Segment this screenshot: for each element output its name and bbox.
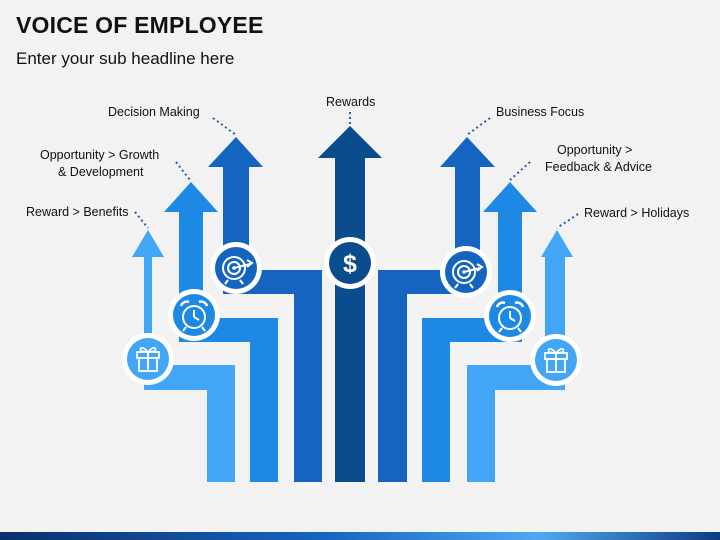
- label-opportunity-feedback-line2: Feedback & Advice: [545, 160, 653, 174]
- arrow-opportunity-growth: [164, 182, 278, 482]
- leader-lines: [134, 112, 579, 229]
- label-opportunity-growth-line1: Opportunity > Growth: [40, 148, 160, 162]
- dollar-icon: $: [324, 237, 376, 289]
- target-icon: [440, 246, 492, 298]
- arrow-business-focus: [378, 137, 495, 482]
- label-reward-benefits: Reward > Benefits: [26, 205, 129, 219]
- bottom-accent-bar: [0, 532, 720, 540]
- label-business-focus: Business Focus: [496, 105, 585, 119]
- label-opportunity-feedback-line1: Opportunity >: [557, 143, 633, 157]
- alarm-clock-icon: [484, 290, 536, 342]
- gift-icon: [530, 334, 582, 386]
- label-opportunity-growth-line2: & Development: [58, 165, 144, 179]
- label-reward-holidays: Reward > Holidays: [584, 206, 690, 220]
- target-icon: [210, 242, 262, 294]
- label-rewards: Rewards: [326, 95, 376, 109]
- alarm-clock-icon: [168, 289, 220, 341]
- arrow-opportunity-feedback: [422, 182, 537, 482]
- arrow-rewards: [318, 126, 382, 482]
- page-subtitle: Enter your sub headline here: [16, 49, 235, 68]
- label-decision-making: Decision Making: [108, 105, 200, 119]
- page-title: VOICE OF EMPLOYEE: [16, 12, 264, 38]
- arrow-decision-making: [208, 137, 322, 482]
- gift-icon: [122, 333, 174, 385]
- svg-text:$: $: [343, 250, 357, 278]
- arrow-reward-benefits: [132, 230, 235, 482]
- arrow-reward-holidays: [467, 230, 573, 482]
